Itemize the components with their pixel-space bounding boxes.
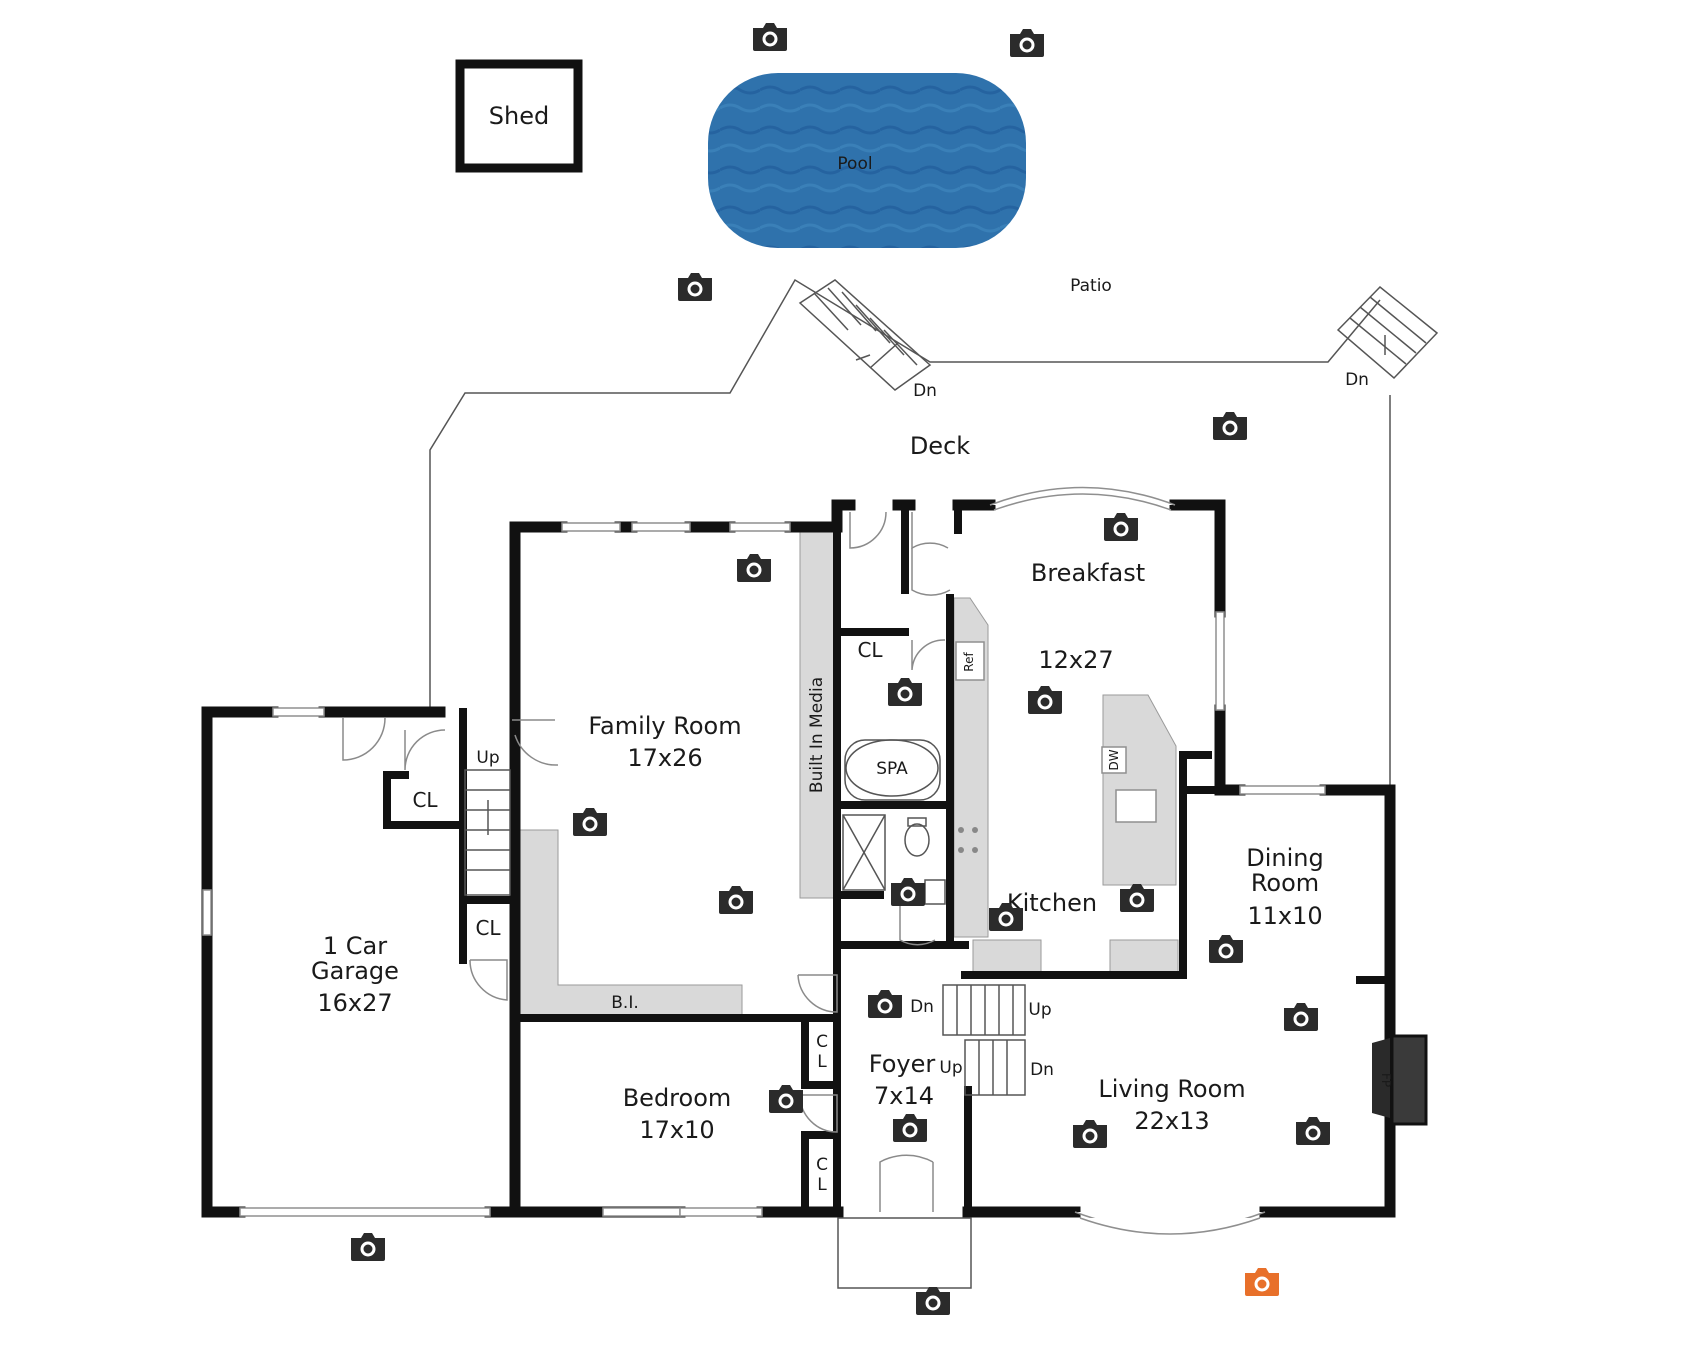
foyer-stairs-up-2: Up xyxy=(939,1058,962,1078)
built-in-media-label: Built In Media xyxy=(807,677,827,793)
foyer-stairs: Dn Up Up Dn xyxy=(910,984,1054,1096)
shed: Shed xyxy=(455,59,583,173)
camera-icon[interactable] xyxy=(893,1114,927,1142)
camera-icon[interactable] xyxy=(737,554,771,582)
fireplace-label: FP xyxy=(1379,1073,1393,1087)
dw-label: DW xyxy=(1107,749,1121,770)
garage-label-2: Garage xyxy=(311,957,399,985)
camera-icon[interactable] xyxy=(351,1233,385,1261)
camera-icon[interactable] xyxy=(1104,513,1138,541)
camera-icon[interactable] xyxy=(1284,1003,1318,1031)
built-in-label: B.I. xyxy=(611,993,638,1013)
family-room-label: Family Room xyxy=(588,712,741,740)
bath-fixtures: SPA xyxy=(842,739,946,905)
camera-icon[interactable] xyxy=(916,1287,950,1315)
deck-stairs-left-label: Dn xyxy=(913,381,937,401)
camera-icon-active[interactable] xyxy=(1245,1268,1279,1296)
camera-icon[interactable] xyxy=(1209,935,1243,963)
closet-foyer-lower-l: L xyxy=(817,1175,827,1195)
foyer-stairs-up-1: Up xyxy=(1028,1000,1051,1020)
bedroom-dims: 17x10 xyxy=(639,1116,714,1144)
camera-icon[interactable] xyxy=(891,878,925,906)
kitchen-counter-lower xyxy=(972,939,1042,976)
camera-icon[interactable] xyxy=(1028,686,1062,714)
dining-room-label-1: Dining xyxy=(1246,844,1323,872)
built-in-family: B.I. xyxy=(519,829,743,1019)
living-room-label: Living Room xyxy=(1098,1075,1245,1103)
doors xyxy=(342,511,951,1212)
closet-bath-label: CL xyxy=(857,638,883,662)
garage: 1 Car Garage 16x27 Up xyxy=(311,748,500,1017)
kitchen-counter: Ref xyxy=(953,597,989,938)
deck-label: Deck xyxy=(910,432,970,460)
deck-stairs-right-label: Dn xyxy=(1345,370,1369,390)
front-porch xyxy=(837,1217,972,1289)
dining-room-dims: 11x10 xyxy=(1247,902,1322,930)
kitchen-island: DW xyxy=(1101,694,1177,886)
camera-icon[interactable] xyxy=(769,1085,803,1113)
closets: CL CL CL C L C L xyxy=(412,638,883,1195)
camera-icon[interactable] xyxy=(1213,412,1247,440)
camera-icon[interactable] xyxy=(888,678,922,706)
camera-icon[interactable] xyxy=(989,903,1023,931)
bedroom-label: Bedroom xyxy=(623,1084,732,1112)
spa-label: SPA xyxy=(876,759,908,779)
garage-label-1: 1 Car xyxy=(323,932,387,960)
camera-icon[interactable] xyxy=(1120,884,1154,912)
closet-foyer-upper-c: C xyxy=(816,1032,828,1052)
patio-label: Patio xyxy=(1070,276,1112,296)
breakfast-dims: 12x27 xyxy=(1038,646,1113,674)
pool: Pool xyxy=(708,73,1026,248)
breakfast-label: Breakfast xyxy=(1031,559,1145,587)
camera-icon[interactable] xyxy=(753,23,787,51)
deck-stairs-left: Dn xyxy=(798,279,937,401)
closet-stair-label: CL xyxy=(475,916,501,940)
kitchen-counter-lower-right xyxy=(1109,939,1179,976)
garage-stairs-up: Up xyxy=(476,748,499,768)
camera-icon[interactable] xyxy=(719,886,753,914)
garage-dims: 16x27 xyxy=(317,989,392,1017)
shed-label: Shed xyxy=(489,102,549,130)
foyer-stairs-dn-1: Dn xyxy=(910,997,934,1017)
windows xyxy=(202,486,1326,1235)
camera-icon[interactable] xyxy=(868,990,902,1018)
interior-walls xyxy=(383,501,1394,1216)
closet-foyer-lower-c: C xyxy=(816,1155,828,1175)
camera-icon[interactable] xyxy=(1073,1120,1107,1148)
camera-icon[interactable] xyxy=(1296,1117,1330,1145)
fireplace: FP xyxy=(1372,1034,1428,1126)
foyer-stairs-dn-2: Dn xyxy=(1030,1060,1054,1080)
ref-label: Ref xyxy=(962,652,976,672)
camera-icon[interactable] xyxy=(678,273,712,301)
dining-room-label-2: Room xyxy=(1251,869,1319,897)
built-in-media: Built In Media xyxy=(799,531,835,899)
closet-foyer-upper-l: L xyxy=(817,1052,827,1072)
living-room-dims: 22x13 xyxy=(1134,1107,1209,1135)
deck: Deck xyxy=(429,278,1391,792)
closet-garage-label: CL xyxy=(412,788,438,812)
family-room-dims: 17x26 xyxy=(627,744,702,772)
camera-icon[interactable] xyxy=(1010,29,1044,57)
camera-icon[interactable] xyxy=(573,808,607,836)
pool-label: Pool xyxy=(837,154,872,174)
deck-stairs-right: Dn xyxy=(1336,285,1439,390)
foyer-label: Foyer xyxy=(869,1050,936,1078)
foyer-dims: 7x14 xyxy=(874,1082,934,1110)
camera-markers xyxy=(351,23,1330,1315)
